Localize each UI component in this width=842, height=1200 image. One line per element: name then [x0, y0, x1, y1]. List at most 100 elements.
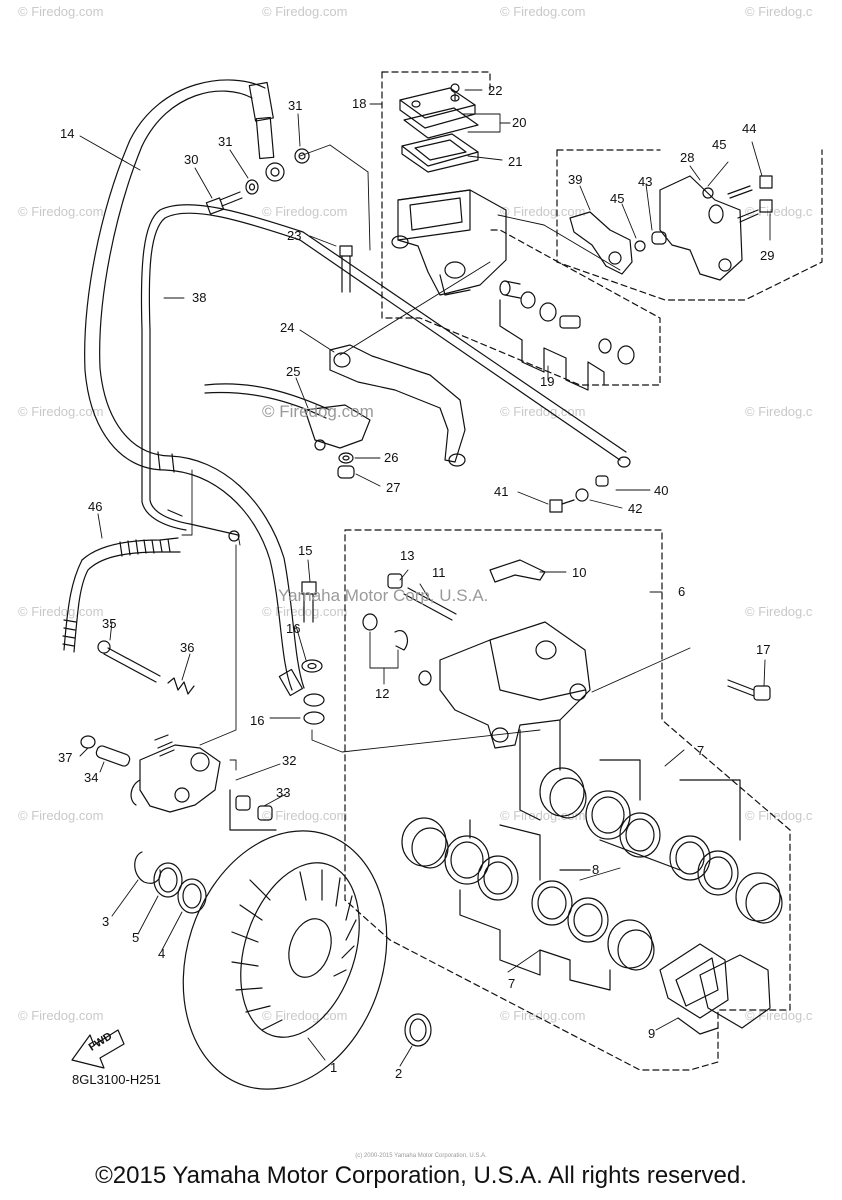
washer-31b: [294, 148, 310, 164]
callout-1: 1: [330, 1060, 338, 1075]
watermark-tile: © Firedog.com: [18, 404, 104, 419]
brake-cable-38: [140, 204, 631, 542]
watermark-tile: © Firedog.com: [500, 204, 586, 219]
callout-19: 19: [540, 374, 555, 389]
callout-34: 34: [84, 770, 99, 785]
callout-36: 36: [180, 640, 195, 655]
callout-42: 42: [628, 501, 643, 516]
piston-kit-19: [499, 280, 635, 391]
caliper-pistons-lower: [401, 817, 655, 971]
leader-lines: [79, 89, 771, 1067]
washer-45a: [702, 187, 714, 199]
banjo-fitting: [265, 162, 285, 182]
caliper-pistons-upper: [539, 767, 783, 924]
callout-23: 23: [287, 228, 302, 243]
collar-33: [229, 789, 277, 831]
pin-34: [95, 745, 131, 767]
callout-29: 29: [760, 248, 775, 263]
watermark-tile: © Firedog.com: [18, 204, 104, 219]
callout-7-upper: 7: [697, 743, 705, 758]
bolt-17: [727, 679, 771, 701]
callout-46: 46: [88, 499, 103, 514]
watermark-tile: © Firedog.com: [18, 808, 104, 823]
watermark-tile: © Firedog.com: [500, 4, 586, 19]
watermark-tile: © Firedog.com: [500, 1008, 586, 1023]
brake-pads: [659, 943, 771, 1035]
caliper-assembly-box: [344, 529, 791, 1071]
fwd-arrow: [71, 1029, 125, 1069]
pin-35: [97, 640, 161, 683]
callout-33: 33: [276, 785, 291, 800]
callout-13: 13: [400, 548, 415, 563]
caliper-body: [418, 621, 591, 749]
bolt-29: [737, 199, 773, 223]
callout-45-left: 45: [610, 191, 625, 206]
callout-30: 30: [184, 152, 199, 167]
bolt-41: [549, 499, 575, 513]
watermark-mid: Yamaha Motor Corp, U.S.A.: [278, 586, 489, 605]
callout-6: 6: [678, 584, 686, 599]
watermark-tile: © Firedog.c: [745, 4, 813, 19]
callout-41: 41: [494, 484, 509, 499]
watermark-tile: © Firedog.com: [18, 604, 104, 619]
bleeder-13: [387, 573, 403, 589]
watermark-tile: © Firedog.c: [745, 204, 813, 219]
collar-40: [595, 475, 609, 487]
callout-45-right: 45: [712, 137, 727, 152]
watermark-tile: © Firedog.com: [262, 4, 348, 19]
callout-24: 24: [280, 320, 295, 335]
callout-27: 27: [386, 480, 401, 495]
washer-5: [153, 862, 183, 898]
washer-16b: [303, 693, 325, 725]
tiny-copyright: (c) 2000-2015 Yamaha Motor Corporation, …: [355, 1153, 487, 1159]
watermark-tile: © Firedog.com: [262, 604, 348, 619]
watermark-tile: © Firedog.c: [745, 808, 813, 823]
callout-2: 2: [395, 1066, 403, 1081]
callout-5: 5: [132, 930, 140, 945]
callout-3: 3: [102, 914, 110, 929]
callout-43: 43: [638, 174, 653, 189]
spring-clip-10: [489, 559, 546, 583]
watermark-tile: © Firedog.com: [262, 1008, 348, 1023]
watermark-tile: © Firedog.com: [18, 1008, 104, 1023]
callout-8: 8: [592, 862, 600, 877]
nut-26: [338, 452, 354, 464]
collar-43: [651, 231, 667, 245]
callout-11: 11: [432, 565, 446, 580]
brake-disc: [182, 830, 388, 1090]
callout-38: 38: [192, 290, 207, 305]
short-hose-25: [204, 383, 331, 419]
brake-lever-bracket-box: [556, 149, 823, 301]
callout-10: 10: [572, 565, 587, 580]
callout-17: 17: [756, 642, 771, 657]
bushing-2: [404, 1013, 432, 1047]
circlip-3: [134, 851, 161, 884]
diaphragm-21: [401, 133, 479, 173]
watermark-tile: © Firedog.c: [745, 1008, 813, 1023]
lever-bracket-28: [659, 175, 743, 281]
callout-31-right: 31: [288, 98, 303, 113]
callout-26: 26: [384, 450, 399, 465]
washer-16a: [301, 659, 323, 673]
callout-35: 35: [102, 616, 117, 631]
washer-31a: [245, 179, 259, 195]
lever-switch-bracket: [304, 404, 371, 451]
master-cylinder: [391, 189, 507, 296]
callout-22: 22: [488, 83, 503, 98]
callout-25: 25: [286, 364, 301, 379]
watermark-tile: © Firedog.com: [18, 4, 104, 19]
watermark-center: © Firedog.com: [262, 402, 374, 421]
callout-20: 20: [512, 115, 527, 130]
callout-21: 21: [508, 154, 523, 169]
bleeder-cap-12: [362, 613, 408, 651]
callout-28: 28: [680, 150, 695, 165]
washer-37: [80, 735, 96, 749]
guard-hose-46: [62, 537, 181, 653]
reservoir-cap-20: [399, 87, 479, 139]
callout-12: 12: [375, 686, 390, 701]
watermark-tile: © Firedog.com: [262, 204, 348, 219]
callout-4: 4: [158, 946, 166, 961]
callout-37: 37: [58, 750, 73, 765]
bolt-23: [339, 245, 353, 293]
bolt-30: [205, 191, 243, 215]
